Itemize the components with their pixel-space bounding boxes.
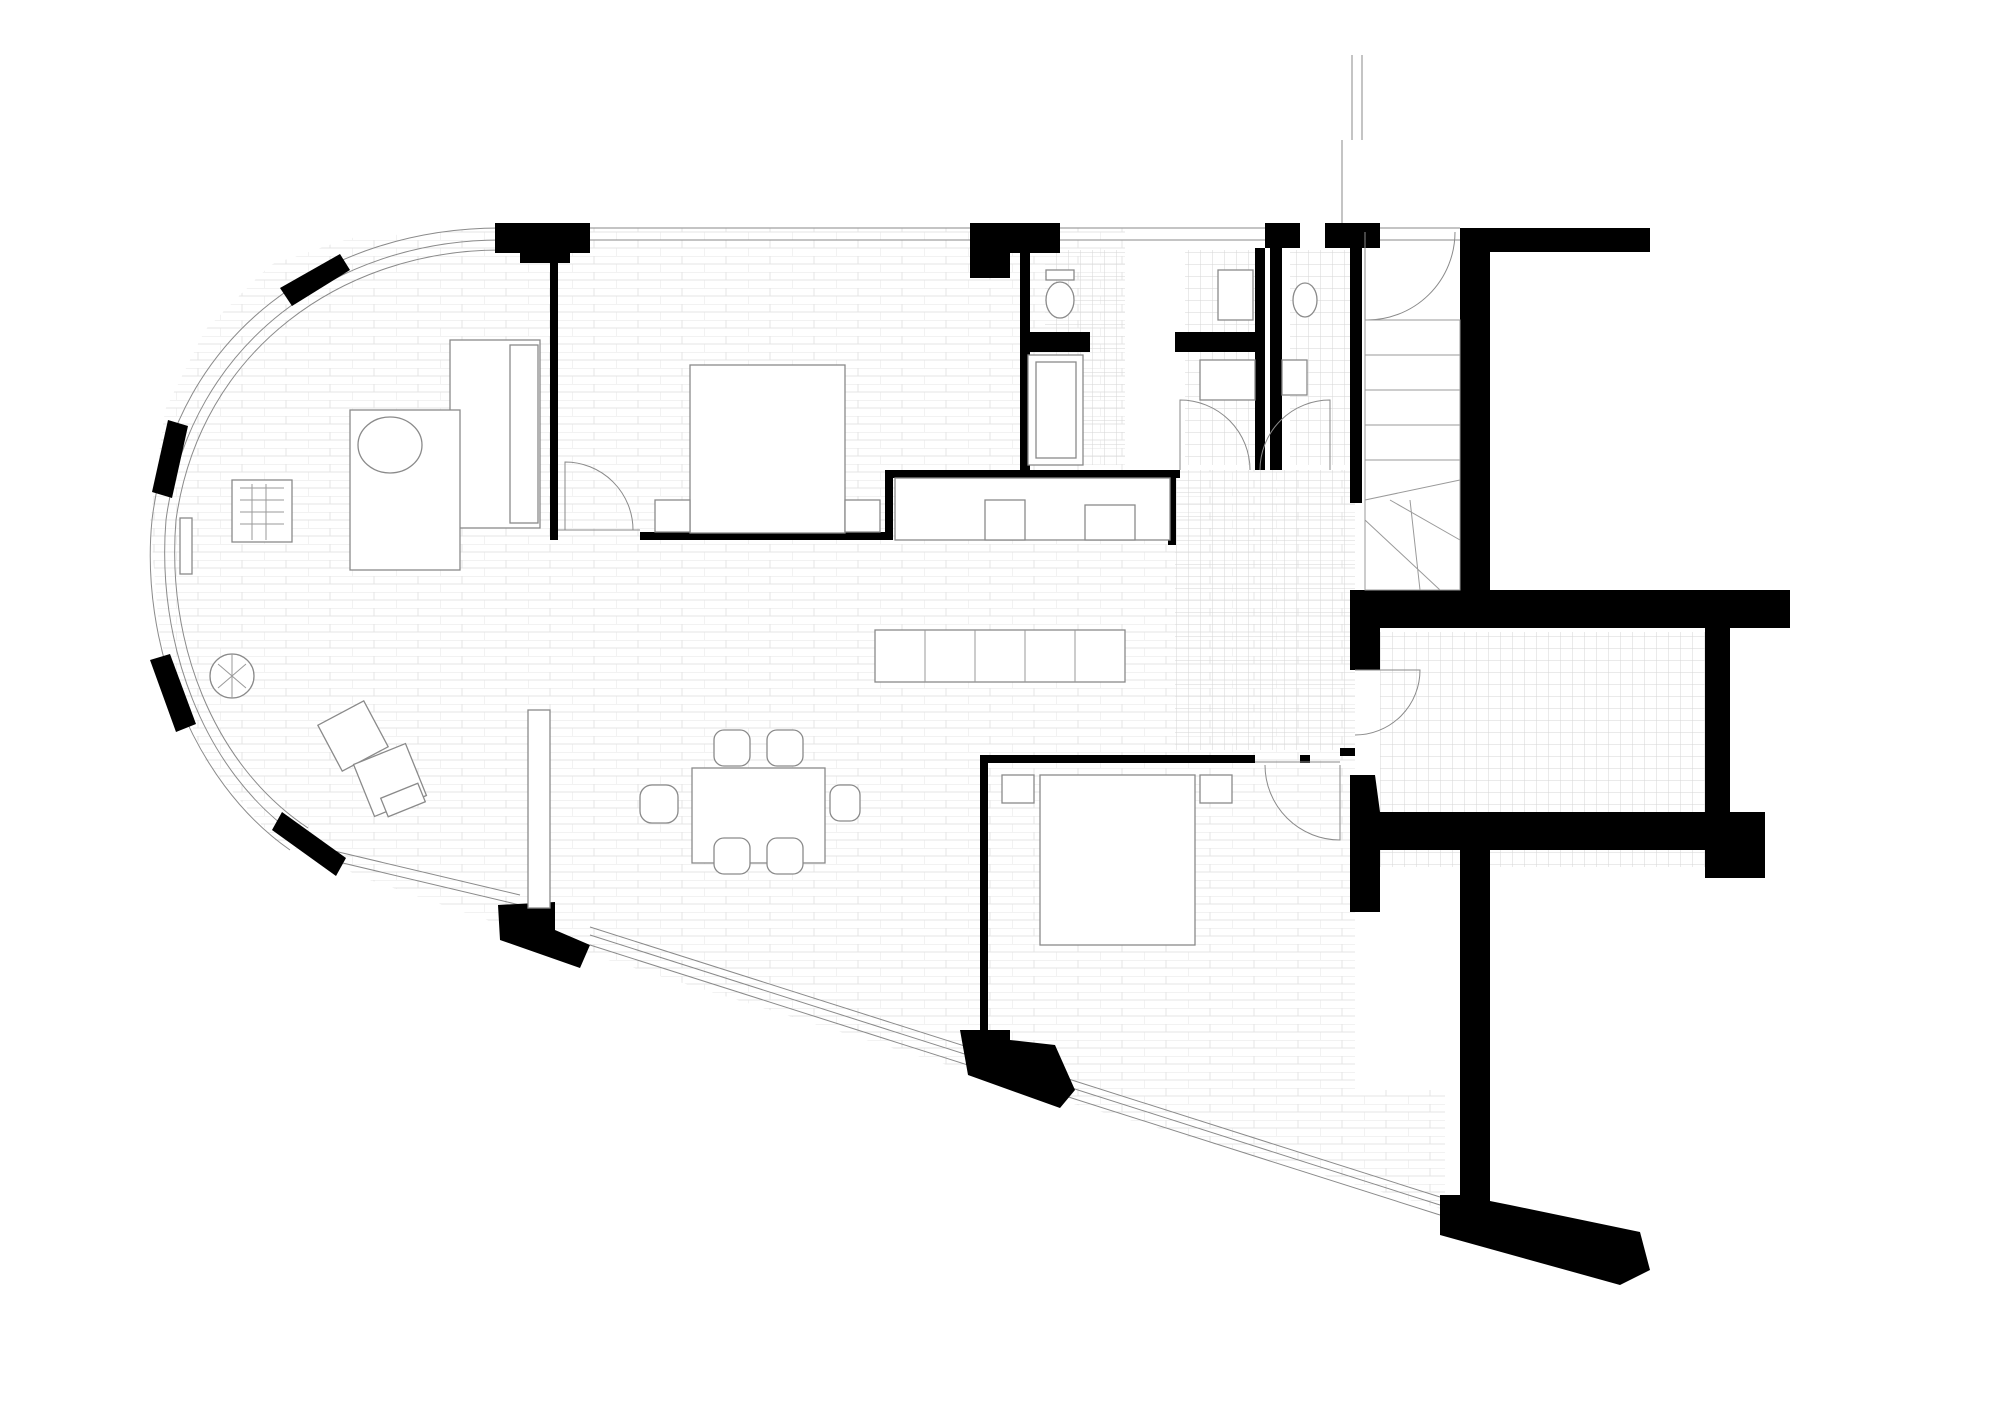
- armchair: [231, 479, 293, 543]
- nightstand: [1001, 774, 1035, 804]
- dining-chair: [766, 837, 804, 875]
- bedroom-south-furniture: [1001, 774, 1233, 946]
- bedroom-north-furniture: [654, 364, 881, 534]
- kitchen-island: [874, 629, 1126, 683]
- kitchen: [874, 477, 1171, 683]
- dining-table: [691, 767, 826, 864]
- staircase: [1364, 319, 1461, 591]
- dining-chair: [829, 784, 861, 822]
- lounge-chair: [316, 699, 390, 773]
- double-bed: [689, 364, 846, 534]
- living-furniture: [179, 339, 551, 909]
- coffee-table: [357, 416, 423, 474]
- bathroom-fixtures: [1027, 269, 1318, 466]
- nightstand: [844, 499, 881, 533]
- structural-piers: [150, 223, 1650, 1285]
- nightstand: [1199, 774, 1233, 804]
- dining-area: [639, 729, 861, 875]
- toilet-icon: [1292, 282, 1318, 318]
- double-bed: [1039, 774, 1196, 946]
- dining-chair: [713, 729, 751, 767]
- doors: [558, 231, 1456, 841]
- nightstand: [654, 499, 691, 533]
- dining-chair: [766, 729, 804, 767]
- dining-chair: [639, 784, 679, 824]
- toilet-icon: [1045, 281, 1075, 319]
- dining-chair: [713, 837, 751, 875]
- walls: [550, 228, 1790, 1205]
